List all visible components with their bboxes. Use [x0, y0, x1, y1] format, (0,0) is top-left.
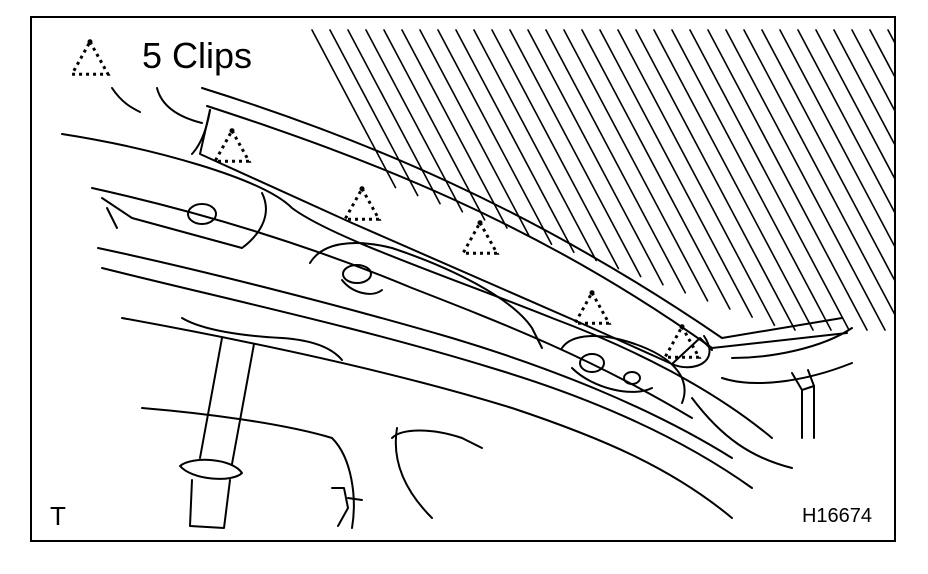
- corner-mark: T: [50, 501, 66, 531]
- roof-rail: [61, 133, 773, 439]
- legend-triangle: [69, 38, 111, 76]
- illustration-frame: 5 Clips T H16674: [30, 16, 896, 542]
- headliner-upper-edge: [206, 105, 848, 349]
- clip-markers: [212, 127, 702, 359]
- clip-marker-4-tip: [589, 290, 595, 296]
- roof-trim-panel: [199, 109, 713, 365]
- window-lower-edge: [201, 87, 843, 339]
- clip-marker-2-tip: [359, 186, 365, 192]
- clip-marker-5: [662, 323, 702, 359]
- figure-id: H16674: [801, 505, 872, 527]
- legend-label: 5 Clips: [142, 35, 253, 76]
- clip-marker-5-tip: [679, 324, 685, 330]
- clip-marker-1-tip: [229, 128, 235, 134]
- clip-marker-4: [572, 289, 612, 325]
- dotted-triangle-icon: [69, 38, 111, 76]
- legend-triangle-tip: [87, 39, 93, 45]
- clip-marker-2: [342, 185, 382, 221]
- clip-marker-1: [212, 127, 252, 163]
- legend-icon-slot: [62, 36, 120, 76]
- vehicle-roof-illustration: [61, 29, 894, 529]
- gas-strut: [179, 317, 343, 529]
- clip-marker-3: [460, 219, 500, 255]
- clip-marker-3-tip: [477, 220, 483, 226]
- legend: 5 Clips: [62, 36, 252, 76]
- window-glass-hatching: [311, 29, 894, 331]
